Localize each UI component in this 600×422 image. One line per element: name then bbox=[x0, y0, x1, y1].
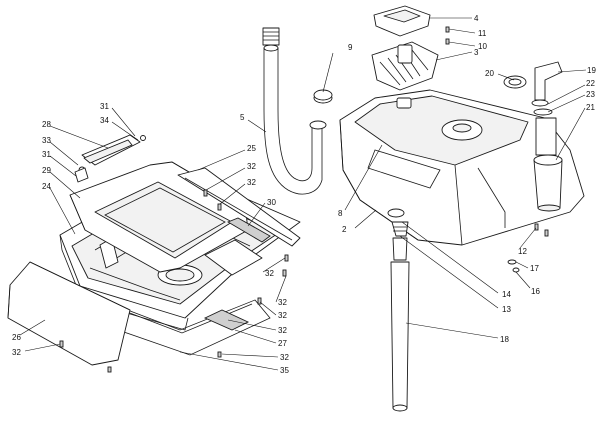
callout-32h: 32 bbox=[12, 348, 21, 357]
callout-32a: 32 bbox=[247, 162, 256, 171]
callout-35: 35 bbox=[280, 366, 289, 375]
callout-18: 18 bbox=[500, 335, 509, 344]
handle-hinge bbox=[74, 134, 146, 183]
filter-basket bbox=[371, 41, 439, 91]
callout-12: 12 bbox=[518, 247, 527, 256]
callout-9: 9 bbox=[348, 43, 353, 52]
front-flap bbox=[7, 261, 131, 366]
callout-25: 25 bbox=[247, 144, 256, 153]
callout-5: 5 bbox=[240, 113, 245, 122]
callout-8: 8 bbox=[338, 209, 343, 218]
callout-32f: 32 bbox=[278, 326, 287, 335]
callout-10: 10 bbox=[478, 42, 487, 51]
callout-13: 13 bbox=[502, 305, 511, 314]
screws bbox=[59, 189, 289, 373]
callout-34: 34 bbox=[100, 116, 109, 125]
callout-22: 22 bbox=[586, 79, 595, 88]
callout-2: 2 bbox=[342, 225, 347, 234]
tank-body bbox=[339, 89, 585, 246]
callout-11: 11 bbox=[478, 29, 487, 38]
callout-4: 4 bbox=[474, 14, 479, 23]
side-rail bbox=[177, 167, 301, 247]
callout-29: 29 bbox=[42, 166, 51, 175]
callout-30: 30 bbox=[267, 198, 276, 207]
callout-32c: 32 bbox=[265, 269, 274, 278]
bracket bbox=[226, 217, 271, 243]
callout-19: 19 bbox=[587, 66, 596, 75]
callout-27: 27 bbox=[278, 339, 287, 348]
pipe-fitting bbox=[531, 61, 563, 156]
hose-clamp bbox=[313, 89, 333, 104]
callout-3: 3 bbox=[474, 48, 479, 57]
callout-28: 28 bbox=[42, 120, 51, 129]
callout-16: 16 bbox=[531, 287, 540, 296]
fill-cap bbox=[373, 5, 431, 37]
callout-24: 24 bbox=[42, 182, 51, 191]
small-plate bbox=[203, 309, 250, 331]
callout-33: 33 bbox=[42, 136, 51, 145]
callout-17: 17 bbox=[530, 264, 539, 273]
callout-32b: 32 bbox=[247, 178, 256, 187]
callout-23: 23 bbox=[586, 90, 595, 99]
vent-hose bbox=[262, 27, 327, 195]
filter-cartridge bbox=[533, 154, 563, 212]
callout-31b: 31 bbox=[42, 150, 51, 159]
callout-32g: 32 bbox=[280, 353, 289, 362]
callout-32d: 32 bbox=[278, 298, 287, 307]
cap-screws bbox=[445, 26, 450, 45]
callout-14: 14 bbox=[502, 290, 511, 299]
callout-labels: 4 11 10 3 9 5 20 19 22 23 21 8 2 12 17 1… bbox=[12, 14, 596, 375]
callout-20: 20 bbox=[485, 69, 494, 78]
callout-21: 21 bbox=[586, 103, 595, 112]
seal-ring bbox=[503, 75, 527, 89]
callout-32e: 32 bbox=[278, 311, 287, 320]
callout-31a: 31 bbox=[100, 102, 109, 111]
drain-parts bbox=[507, 223, 549, 273]
callout-26: 26 bbox=[12, 333, 21, 342]
drain-hose bbox=[387, 208, 410, 412]
leader-lines bbox=[19, 17, 587, 371]
